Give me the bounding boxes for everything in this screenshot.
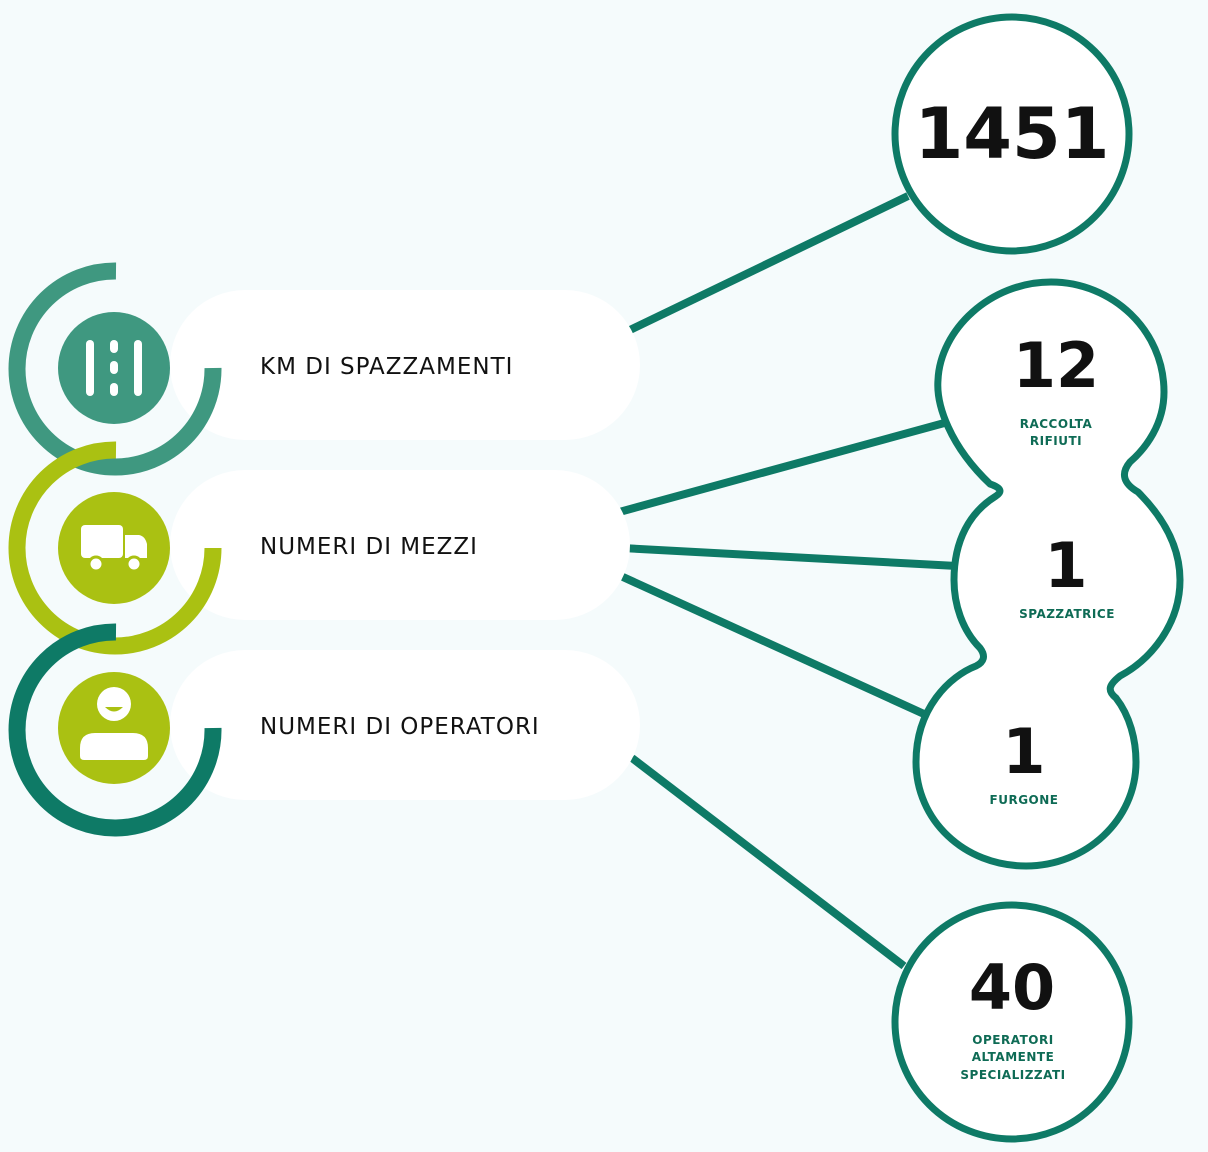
category-pill-km	[170, 290, 640, 440]
category-label-mezzi: NUMERI DI MEZZI	[260, 534, 478, 560]
caption-line: OPERATORI	[972, 1033, 1054, 1047]
caption-line: RIFIUTI	[1029, 434, 1083, 449]
caption-line: RACCOLTA	[1019, 417, 1093, 431]
badge-operatori	[8, 623, 222, 837]
stat-caption-furgone: FURGONE	[989, 793, 1059, 807]
connector-raccolta	[610, 418, 950, 518]
connector-km	[628, 192, 910, 334]
stat-circle-operatori	[891, 901, 1133, 1143]
road-lanes-icon	[86, 340, 142, 396]
stat-circle-km	[891, 13, 1133, 255]
badge-mezzi	[8, 441, 222, 655]
stat-value-raccolta: 12	[1012, 329, 1100, 402]
category-label-operatori: NUMERI DI OPERATORI	[260, 714, 540, 740]
caption-line: SPECIALIZZATI	[960, 1067, 1066, 1082]
caption-line: ALTAMENTE	[971, 1050, 1055, 1065]
stat-value-km: 1451	[914, 93, 1110, 175]
connector-operatori	[629, 754, 907, 970]
category-pill-operatori	[170, 650, 640, 800]
category-pill-mezzi	[170, 470, 630, 620]
stat-caption-operatori: OPERATORI ALTAMENTE SPECIALIZZATI	[960, 1032, 1065, 1084]
stat-caption-spazzatrice: SPAZZATRICE	[1019, 607, 1115, 621]
category-label-km: KM DI SPAZZAMENTI	[260, 354, 514, 380]
stat-value-operatori: 40	[968, 951, 1056, 1024]
truck-icon	[81, 525, 147, 573]
stat-capsule-mezzi	[912, 278, 1184, 870]
stat-value-furgone: 1	[1002, 715, 1046, 788]
connector-furgone	[610, 568, 926, 718]
stat-value-spazzatrice: 1	[1044, 529, 1088, 602]
operator-person-icon	[80, 687, 148, 760]
connector-spazzatrice	[621, 544, 958, 570]
stat-caption-raccolta: RACCOLTA RIFIUTI	[1020, 416, 1093, 451]
badge-km	[8, 262, 222, 476]
